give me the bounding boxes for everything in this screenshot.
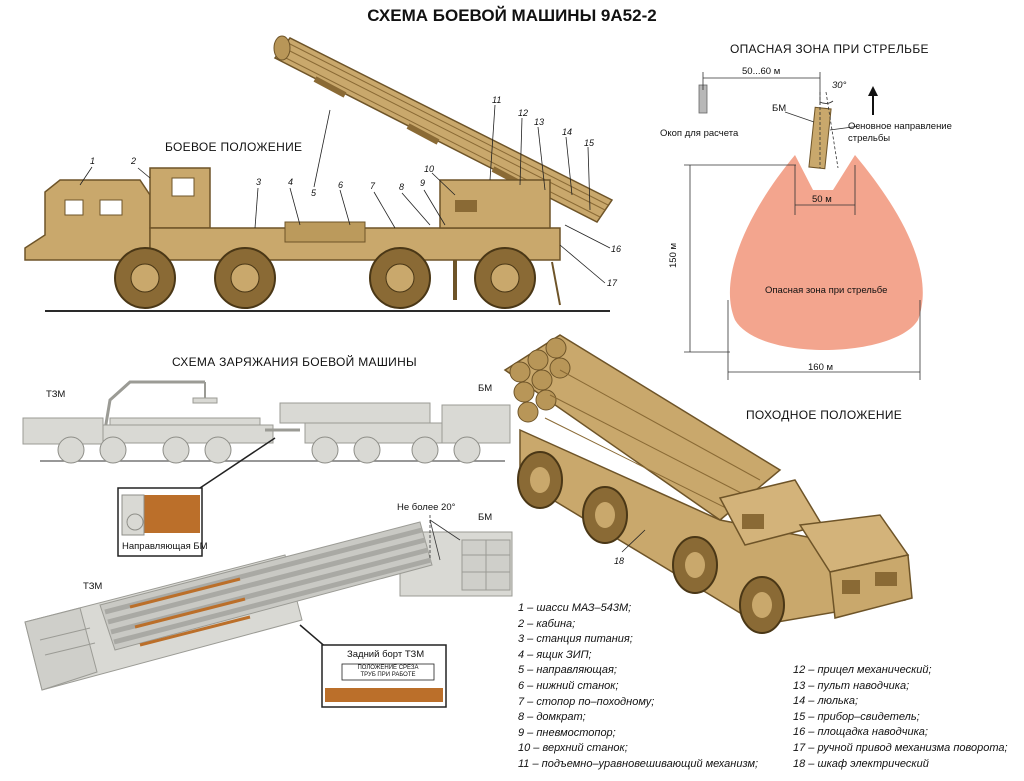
combat-vehicle	[24, 35, 614, 309]
width-far-label: 160 м	[808, 362, 834, 373]
callout-6: 6	[338, 180, 344, 190]
tzm-label: ТЗМ	[46, 389, 66, 400]
travel-position-label: ПОХОДНОЕ ПОЛОЖЕНИЕ	[746, 408, 903, 422]
depth-label: 150 м	[668, 242, 679, 268]
launcher-package-raised	[273, 35, 614, 223]
callout-3: 3	[256, 177, 262, 187]
callout-11: 11	[492, 95, 502, 105]
legend-item: 11 – подъемно–уравновешивающий механизм;	[518, 757, 759, 770]
legend-item: 4 – ящик ЗИП;	[518, 648, 592, 661]
guide-detail	[117, 437, 276, 557]
danger-zone-diagram	[684, 72, 923, 380]
plate-line-1: ПОЛОЖЕНИЕ СРЕЗА	[357, 665, 419, 671]
width-near-label: 50 м	[812, 194, 832, 205]
dim-top: 50...60 м	[742, 66, 781, 77]
combat-position-label: БОЕВОЕ ПОЛОЖЕНИЕ	[165, 140, 303, 154]
rear-board-label: Задний борт ТЗМ	[347, 649, 425, 660]
crew-trench-label: Окоп для расчета	[660, 128, 739, 139]
legend-right: 12 – прицел механический; 13 – пульт нав…	[793, 663, 1008, 772]
callout-1: 1	[90, 156, 96, 166]
bm-label-top: БМ	[478, 512, 493, 523]
tzm-label-top: ТЗМ	[83, 581, 103, 592]
legend-item: 5 – направляющая;	[518, 664, 617, 677]
callout-4: 4	[288, 177, 294, 187]
legend-item: 17 – ручной привод механизма поворота;	[793, 741, 1008, 754]
direction-label: Основное направление стрельбы	[848, 121, 952, 144]
legend-item: 9 – пневмостопор;	[518, 726, 616, 739]
callout-10: 10	[424, 164, 435, 174]
legend-item: 10 – верхний станок;	[518, 742, 628, 755]
legend-item: 14 – люлька;	[793, 695, 859, 708]
callout-13: 13	[534, 117, 545, 127]
loading-scheme-title: СХЕМА ЗАРЯЖАНИЯ БОЕВОЙ МАШИНЫ	[172, 355, 417, 369]
callout-17: 17	[607, 278, 618, 288]
bm-label: БМ	[772, 103, 787, 114]
legend-item: 16 – площадка наводчика;	[793, 726, 928, 739]
angle-label: 30°	[832, 80, 847, 91]
callout-leaders	[79, 104, 611, 284]
loading-scheme-side	[22, 380, 511, 464]
legend-item: 15 – прибор–свидетель;	[793, 710, 920, 723]
bm-label-side: БМ	[478, 383, 493, 394]
legend-left: 1 – шасси МАЗ–543М; 2 – кабина; 3 – стан…	[518, 601, 758, 773]
legend-item: 18 – шкаф электрический	[793, 757, 929, 770]
legend-item: 8 – домкрат;	[518, 711, 586, 724]
travel-vehicle	[503, 334, 913, 634]
legend-item: 3 – станция питания;	[518, 633, 633, 646]
rear-board-plate: ПОЛОЖЕНИЕ СРЕЗА ТРУБ ПРИ РАБОТЕ	[344, 665, 432, 679]
callout-16: 16	[611, 244, 622, 254]
guide-label: Направляющая БМ	[122, 541, 208, 552]
callout-15: 15	[584, 138, 595, 148]
wheels-combat	[114, 247, 536, 309]
danger-zone-shape	[729, 155, 923, 351]
loading-scheme-top	[24, 515, 513, 691]
legend-item: 1 – шасси МАЗ–543М;	[518, 602, 632, 614]
legend-item: 7 – стопор по–походному;	[518, 695, 655, 708]
callout-9: 9	[420, 178, 426, 188]
legend-item: 13 – пульт наводчика;	[793, 679, 910, 692]
legend-item: 6 – нижний станок;	[518, 679, 619, 692]
rear-board-detail	[299, 624, 447, 708]
page-title: СХЕМА БОЕВОЙ МАШИНЫ 9А52-2	[367, 6, 657, 25]
callout-5: 5	[311, 188, 317, 198]
callout-18: 18	[614, 556, 625, 566]
wheels-travel	[517, 451, 785, 634]
danger-zone-title: ОПАСНАЯ ЗОНА ПРИ СТРЕЛЬБЕ	[730, 42, 929, 56]
angle-limit-label: Не более 20°	[397, 502, 456, 513]
callout-12: 12	[518, 108, 529, 118]
legend-item: 2 – кабина;	[518, 617, 576, 630]
callout-8: 8	[399, 182, 405, 192]
callout-14: 14	[562, 127, 573, 137]
callout-7: 7	[370, 181, 376, 191]
callout-2: 2	[131, 156, 137, 166]
zone-label: Опасная зона при стрельбе	[765, 285, 888, 296]
legend-item: 12 – прицел механический;	[793, 664, 932, 676]
plate-line-2: ТРУБ ПРИ РАБОТЕ	[360, 672, 416, 678]
